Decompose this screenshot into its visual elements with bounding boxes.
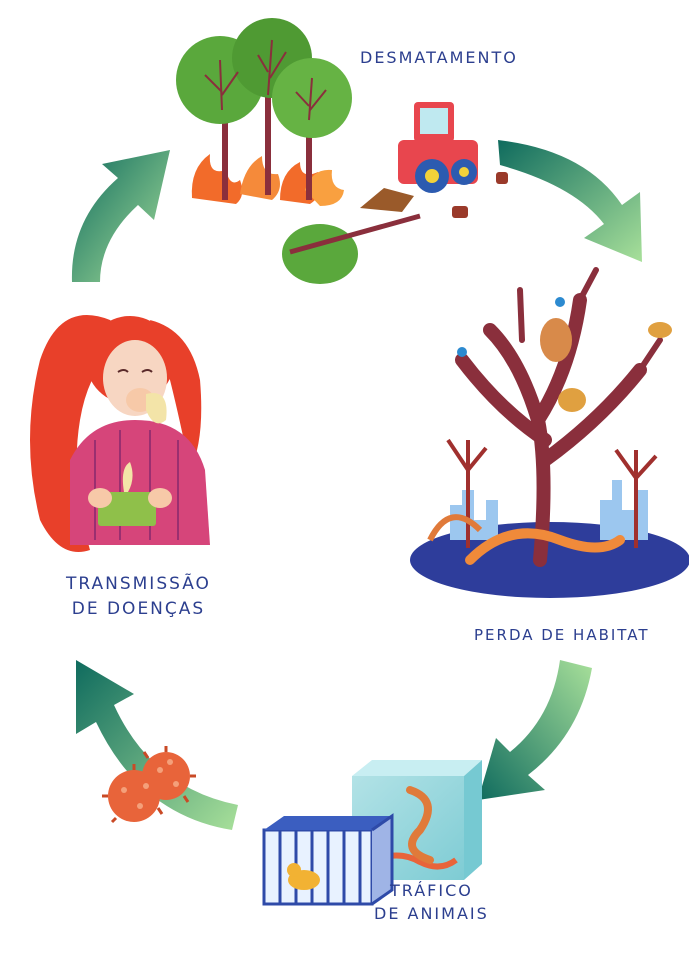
habitat-loss-illustration: [410, 270, 689, 598]
arrow-left-up: [72, 150, 170, 282]
stage-label-trafico-de-animais: TRÁFICO DE ANIMAIS: [374, 879, 489, 925]
stage-label-desmatamento: DESMATAMENTO: [360, 46, 518, 69]
stage-label-perda-de-habitat: PERDA DE HABITAT: [474, 625, 650, 647]
stage-label-transmissao-de-doencas: TRANSMISSÃO DE DOENÇAS: [66, 572, 211, 621]
sick-person-illustration: [30, 315, 210, 552]
arrow-right-down: [478, 660, 592, 800]
tractor-icon: [360, 102, 478, 212]
arrow-top-right: [498, 140, 642, 262]
